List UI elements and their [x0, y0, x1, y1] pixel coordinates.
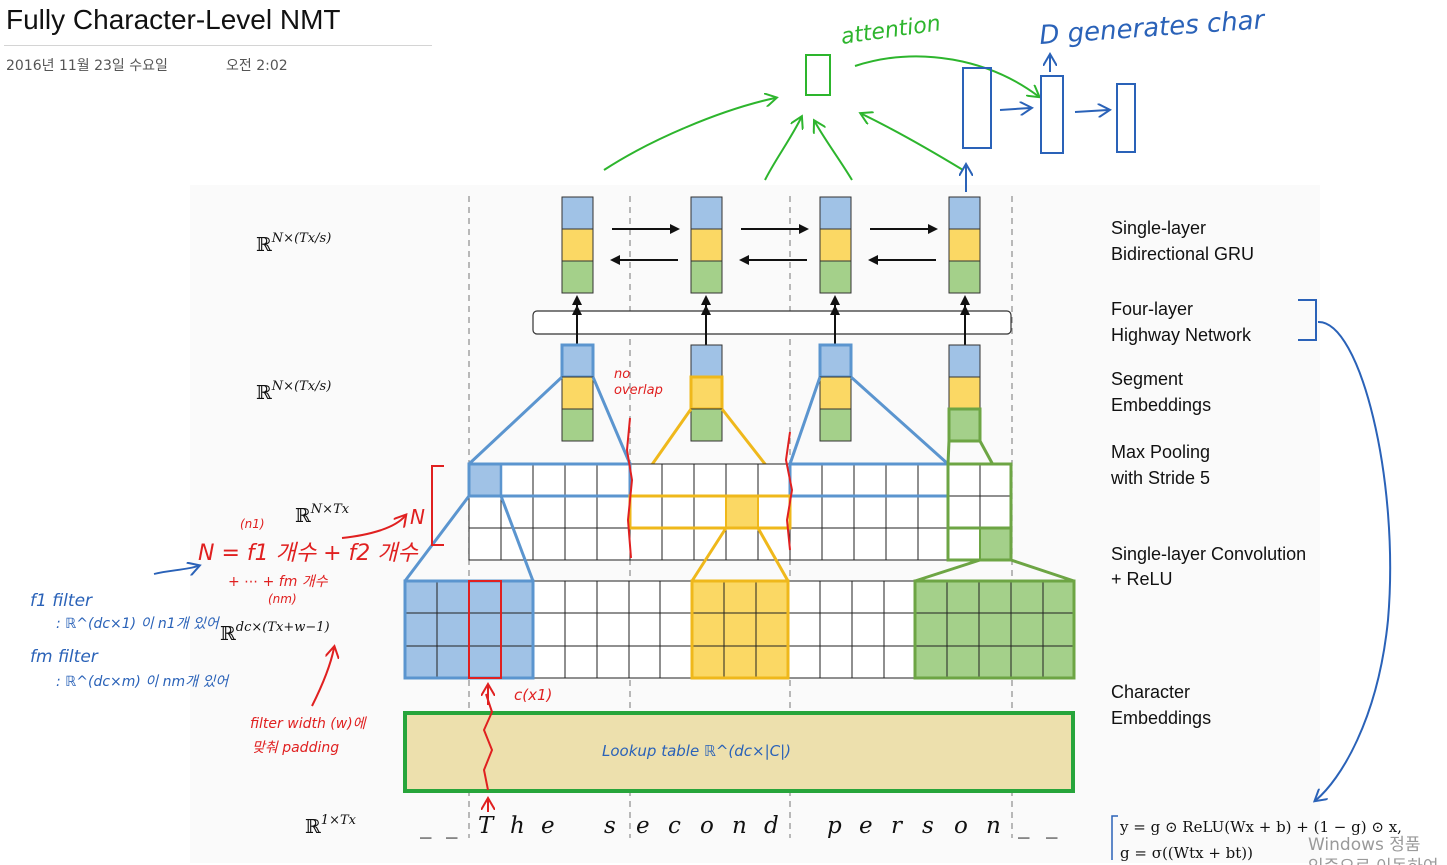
- label-bigru-line2: Bidirectional GRU: [1111, 244, 1254, 264]
- input-char: _: [1046, 813, 1058, 839]
- label-segment-line1: Segment: [1111, 369, 1183, 389]
- watermark-line2: 인증으로 이동하여: [1308, 857, 1439, 865]
- fm-filter-note: fm filter: [30, 647, 99, 667]
- segment-block: [689, 344, 724, 442]
- input-char: d: [764, 813, 779, 839]
- conv-output-grid: [467, 462, 1013, 562]
- red-annotations: no overlap N N = f1 개수 + f2 개수 (n1) + ⋯ …: [198, 367, 794, 812]
- segment-embedding-blocks: [560, 343, 982, 443]
- input-char: c: [668, 813, 681, 839]
- watermark-line1: Windows 정품: [1308, 835, 1421, 855]
- f1-dims-note: : ℝ^(dc×1) 이 n1개 있어: [56, 616, 221, 632]
- gru-bidirectional-arrows: [610, 224, 938, 265]
- formula-line2: g = σ((Wtx + bt)): [1120, 844, 1253, 862]
- dim-label-input: ℝ1×Tx: [305, 813, 357, 838]
- label-conv-line2: + ReLU: [1111, 569, 1173, 589]
- n1-note: (n1): [240, 517, 265, 531]
- padding-note: 맞춰 padding: [252, 740, 339, 756]
- max-pooling-funnels: [467, 375, 1012, 497]
- input-char: r: [891, 813, 904, 839]
- dim-label-segment: ℝN×(Tx/s): [256, 379, 331, 404]
- input-sequence: _ _ T h e s e c o n d p e r s o n _ _: [420, 813, 1058, 839]
- no-overlap-line1: no: [614, 367, 630, 382]
- input-char: s: [604, 813, 616, 839]
- n-note: N: [410, 505, 425, 529]
- attention-note: attention: [839, 11, 942, 50]
- label-charemb-line2: Embeddings: [1111, 708, 1211, 728]
- char-embedding-grid: [403, 579, 1076, 680]
- layer-labels: Single-layer Bidirectional GRU Four-laye…: [1110, 218, 1306, 728]
- input-char: n: [732, 813, 747, 839]
- filter-annotations: f1 filter : ℝ^(dc×1) 이 n1개 있어 fm filter …: [30, 566, 230, 690]
- n-equation: N = f1 개수 + f2 개수: [198, 541, 418, 566]
- lookup-table-label: Lookup table ℝ^(dc×|C|): [602, 742, 791, 760]
- nm-note: (nm): [268, 592, 297, 606]
- input-char: n: [986, 813, 1001, 839]
- filter-width-note: filter width (w)에: [250, 716, 368, 732]
- segment-block: [818, 343, 853, 442]
- gru-block: [561, 196, 594, 294]
- label-bigru-line1: Single-layer: [1111, 218, 1206, 238]
- label-maxpool-line2: with Stride 5: [1110, 468, 1210, 488]
- label-conv-line1: Single-layer Convolution: [1111, 544, 1306, 564]
- input-char: e: [859, 813, 873, 839]
- lookup-table: [403, 711, 1075, 793]
- label-maxpool-line1: Max Pooling: [1111, 442, 1210, 462]
- generates-note: D generates char: [1038, 5, 1267, 51]
- page-date: 2016년 11월 23일 수요일: [6, 58, 168, 74]
- input-char: _: [420, 813, 432, 839]
- input-char: p: [827, 813, 842, 839]
- segment-block: [947, 344, 982, 443]
- attention-box: [805, 54, 831, 96]
- input-char: o: [954, 813, 968, 839]
- n-equation-cont: + ⋯ + fm 개수: [228, 574, 329, 590]
- input-char: e: [541, 813, 555, 839]
- f1-filter-note: f1 filter: [30, 591, 93, 611]
- convolution-funnels: [403, 495, 1075, 583]
- input-char: e: [636, 813, 650, 839]
- title-divider: [4, 45, 432, 46]
- page-title: Fully Character-Level NMT: [6, 4, 341, 35]
- dim-label-char: ℝdc×(Tx+w−1): [220, 620, 330, 645]
- input-char: o: [700, 813, 714, 839]
- gru-block: [690, 196, 723, 294]
- input-char: T: [478, 813, 495, 839]
- bigru-blocks: [561, 196, 981, 294]
- windows-activation-watermark: Windows 정품 인증으로 이동하여: [1308, 835, 1439, 865]
- highway-formula: y = g ⊙ ReLU(Wx + b) + (1 − g) ⊙ x, g = …: [1111, 815, 1402, 862]
- label-highway-line1: Four-layer: [1111, 299, 1193, 319]
- page-time: 오전 2:02: [226, 58, 288, 74]
- formula-line1: y = g ⊙ ReLU(Wx + b) + (1 − g) ⊙ x,: [1119, 818, 1402, 836]
- segment-block: [560, 343, 595, 442]
- input-char: _: [446, 813, 458, 839]
- highway-arrows: [572, 295, 970, 345]
- label-segment-line2: Embeddings: [1111, 395, 1211, 415]
- dim-label-gru: ℝN×(Tx/s): [256, 231, 331, 256]
- input-char: _: [1018, 813, 1030, 839]
- dim-label-conv: ℝN×Tx: [295, 502, 350, 527]
- input-char: s: [922, 813, 934, 839]
- highway-network-bar: [532, 310, 1012, 335]
- gru-block: [948, 196, 981, 294]
- dimension-labels: ℝN×(Tx/s) ℝN×(Tx/s) ℝN×Tx ℝdc×(Tx+w−1) ℝ…: [220, 231, 357, 838]
- gru-block: [819, 196, 852, 294]
- no-overlap-line2: overlap: [614, 383, 663, 398]
- attention-annotation: attention: [603, 11, 1038, 181]
- label-highway-line2: Highway Network: [1111, 325, 1252, 345]
- c-x1-note: c(x1): [514, 686, 552, 704]
- fm-dims-note: : ℝ^(dc×m) 이 nm개 있어: [56, 674, 230, 690]
- input-char: h: [510, 813, 525, 839]
- label-charemb-line1: Character: [1111, 682, 1190, 702]
